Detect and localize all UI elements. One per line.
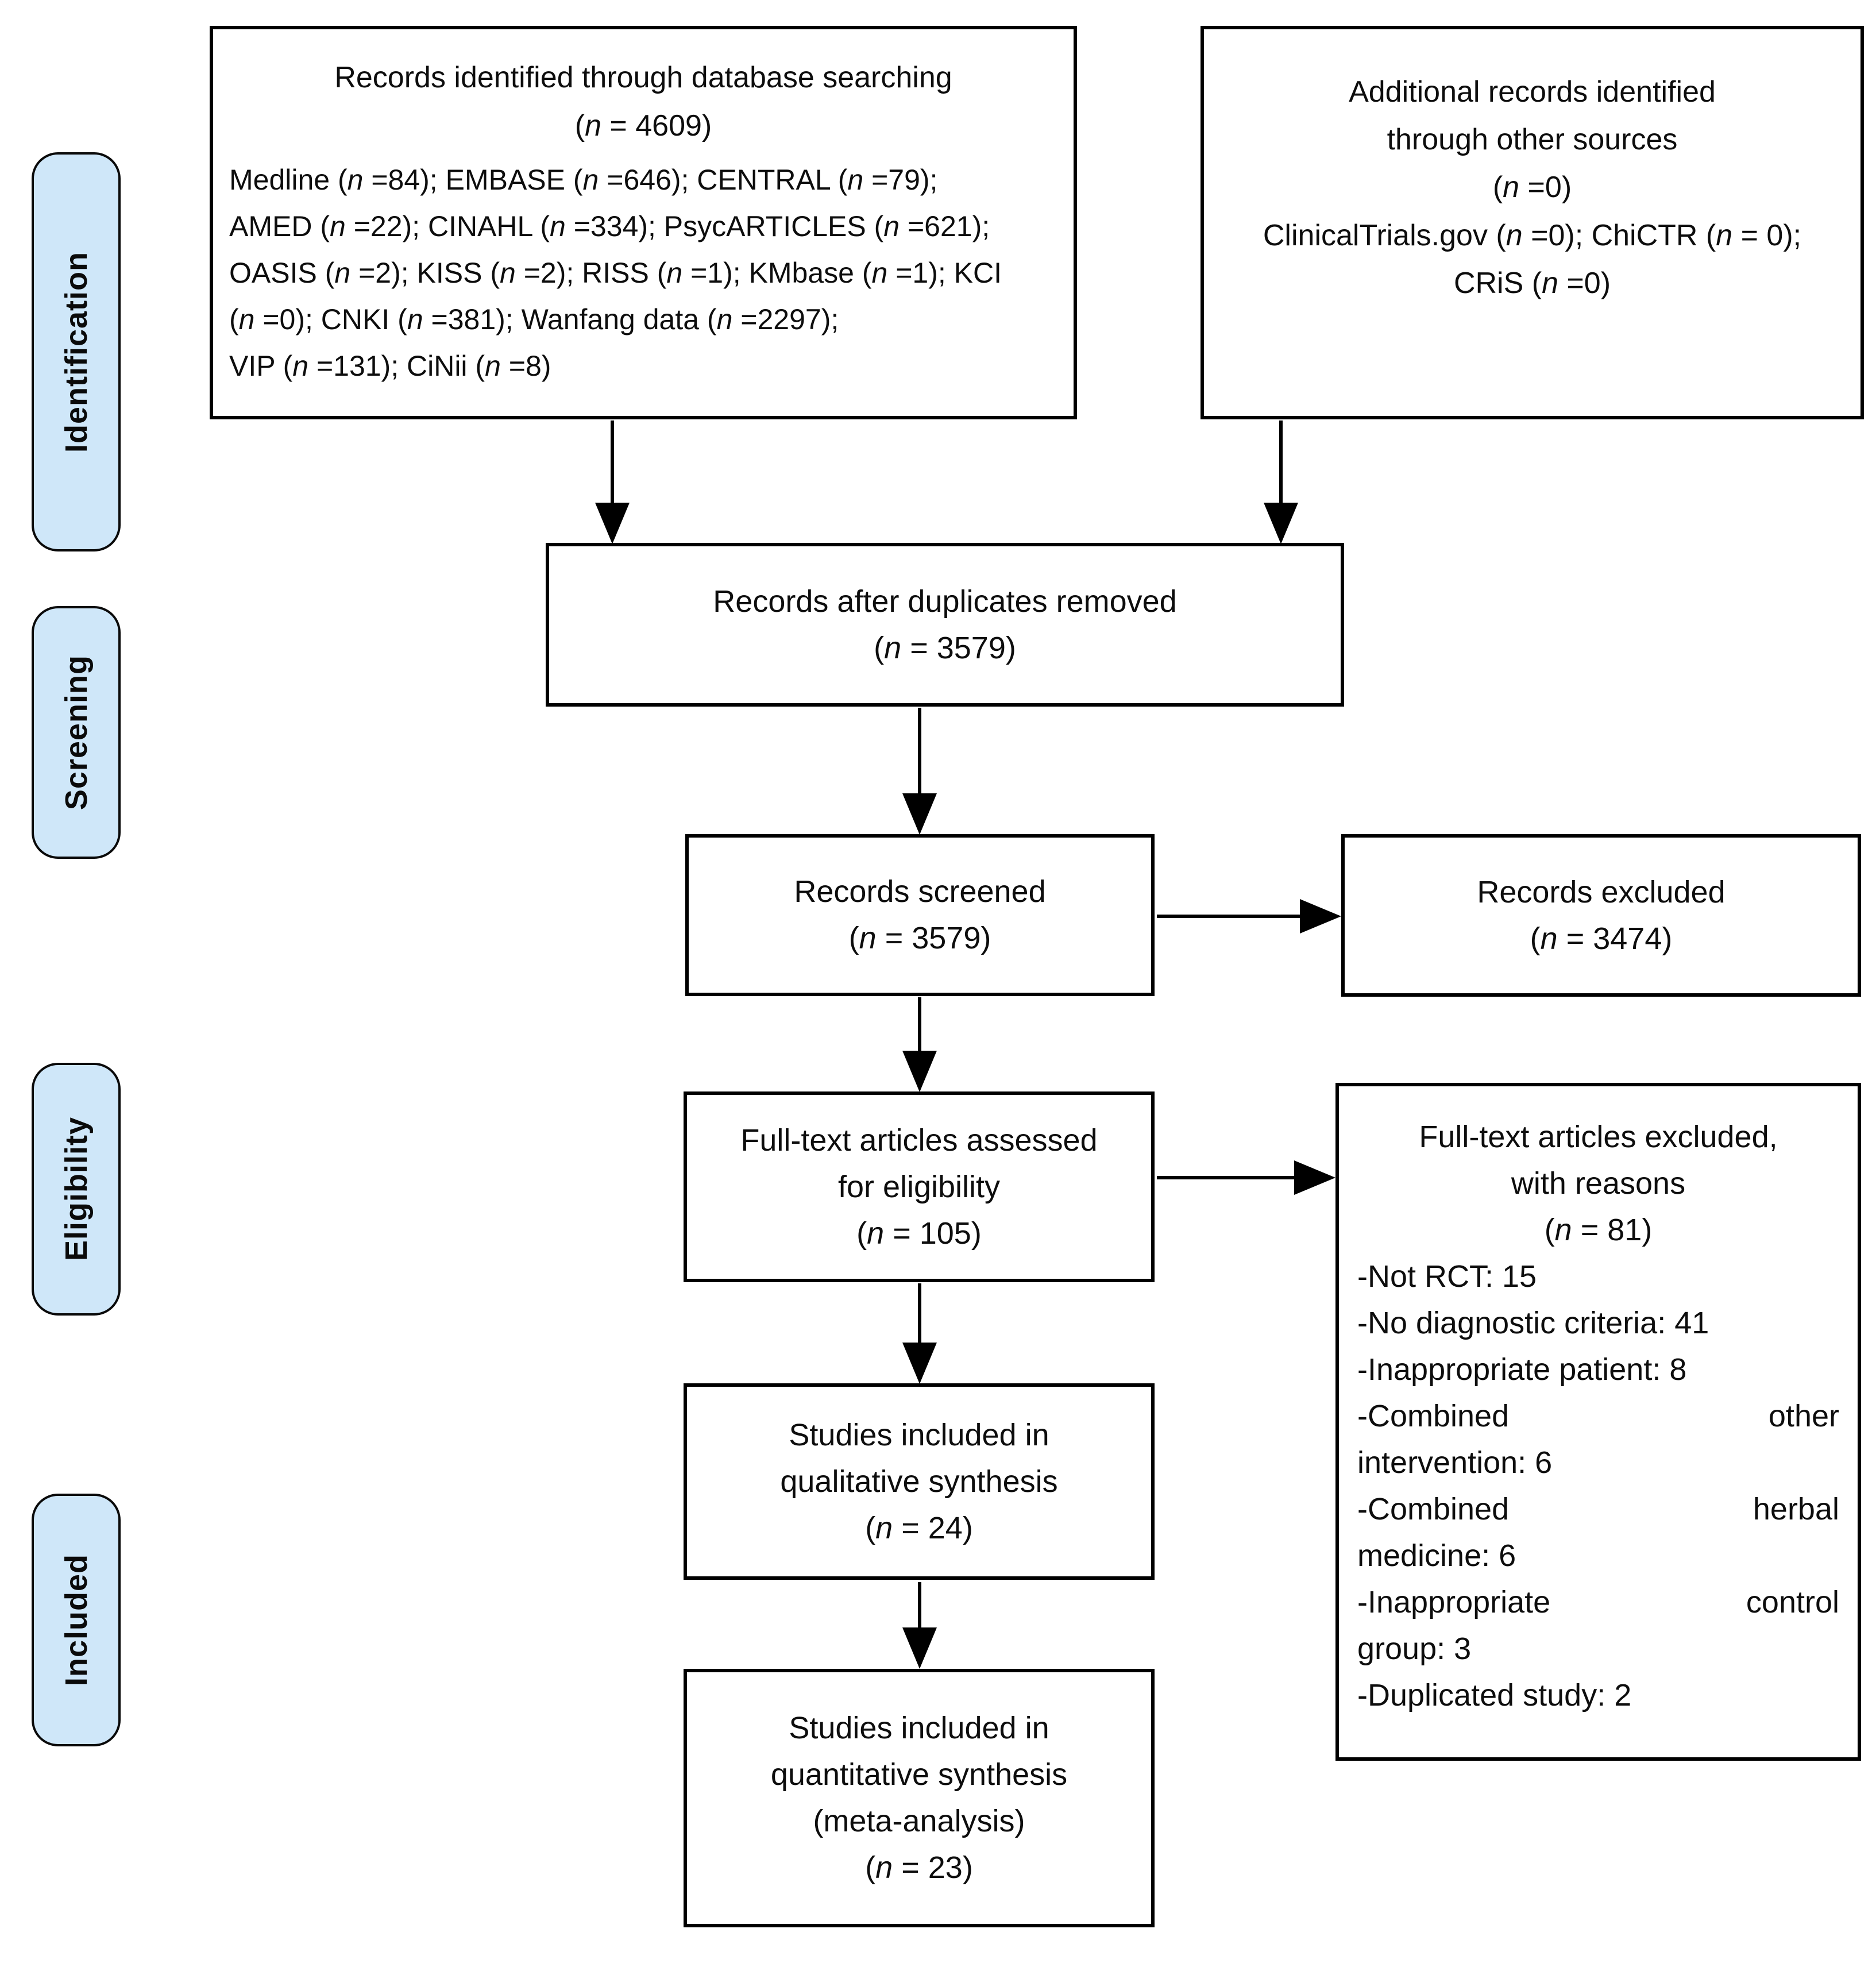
registry-list-line: CRiS (n =0) — [1453, 266, 1611, 300]
registry-list-line: ClinicalTrials.gov (n =0); ChiCTR (n = 0… — [1263, 218, 1802, 252]
box-title: Records identified through database sear… — [334, 61, 952, 94]
box-title: Additional records identified — [1349, 75, 1716, 109]
box-count: (n = 23) — [865, 1850, 973, 1885]
stage-label-text: Eligibility — [59, 1117, 94, 1262]
box-count: (n = 24) — [865, 1510, 973, 1545]
box-title: Records excluded — [1477, 874, 1726, 909]
database-list-line: OASIS (n =2); KISS (n =2); RISS (n =1); … — [229, 257, 1002, 290]
stage-label-included: Included — [32, 1494, 121, 1746]
exclusion-reason: -Inappropriate patient: 8 — [1357, 1352, 1687, 1387]
box-count: (n = 3579) — [848, 921, 991, 955]
box-records-excluded: Records excluded (n = 3474) — [1341, 834, 1861, 997]
box-title: Full-text articles excluded, — [1419, 1120, 1778, 1154]
box-fulltext-excluded: Full-text articles excluded, with reason… — [1335, 1083, 1861, 1761]
box-count: (n = 105) — [856, 1216, 982, 1251]
box-title: Records after duplicates removed — [713, 584, 1177, 619]
box-count: (n =0) — [1492, 171, 1572, 205]
exclusion-reason: -Not RCT: 15 — [1357, 1259, 1537, 1294]
box-title: (meta-analysis) — [813, 1804, 1025, 1838]
database-list-line: Medline (n =84); EMBASE (n =646); CENTRA… — [229, 164, 938, 196]
stage-label-text: Included — [59, 1553, 94, 1686]
box-records-identified: Records identified through database sear… — [210, 26, 1077, 419]
box-count: (n = 81) — [1544, 1213, 1653, 1247]
database-list-line: AMED (n =22); CINAHL (n =334); PsycARTIC… — [229, 210, 990, 243]
box-count: (n = 4609) — [574, 109, 712, 143]
box-title: quantitative synthesis — [770, 1757, 1068, 1792]
stage-label-eligibility: Eligibility — [32, 1063, 121, 1316]
exclusion-reason: group: 3 — [1357, 1631, 1472, 1666]
box-title: Studies included in — [789, 1417, 1049, 1452]
box-duplicates-removed: Records after duplicates removed (n = 35… — [546, 543, 1344, 707]
stage-label-text: Identification — [59, 251, 94, 453]
stage-label-text: Screening — [59, 654, 94, 811]
box-quantitative-synthesis: Studies included in quantitative synthes… — [684, 1669, 1155, 1927]
box-count: (n = 3579) — [874, 630, 1016, 665]
exclusion-reason: -Duplicated study: 2 — [1357, 1678, 1632, 1712]
exclusion-reason: intervention: 6 — [1357, 1445, 1553, 1480]
database-list-line: (n =0); CNKI (n =381); Wanfang data (n =… — [229, 303, 839, 336]
stage-label-identification: Identification — [32, 152, 121, 551]
stage-label-screening: Screening — [32, 606, 121, 859]
exclusion-reason: -Combined herbal — [1357, 1492, 1839, 1526]
box-title: qualitative synthesis — [780, 1464, 1058, 1499]
exclusion-reason: -Combined other — [1357, 1399, 1839, 1433]
box-fulltext-assessed: Full-text articles assessed for eligibil… — [684, 1091, 1155, 1282]
box-additional-records: Additional records identified through ot… — [1201, 26, 1864, 419]
exclusion-reason: medicine: 6 — [1357, 1538, 1516, 1573]
box-qualitative-synthesis: Studies included in qualitative synthesi… — [684, 1383, 1155, 1580]
box-title: Full-text articles assessed — [740, 1123, 1098, 1158]
box-title: Studies included in — [789, 1711, 1049, 1745]
box-title: through other sources — [1387, 123, 1678, 157]
box-title: for eligibility — [837, 1169, 1001, 1204]
exclusion-reason: -Inappropriate control — [1357, 1585, 1839, 1619]
database-list-line: VIP (n =131); CiNii (n =8) — [229, 350, 551, 383]
box-title: with reasons — [1511, 1166, 1686, 1201]
box-records-screened: Records screened (n = 3579) — [685, 834, 1155, 996]
box-title: Records screened — [794, 874, 1046, 909]
box-count: (n = 3474) — [1530, 921, 1673, 956]
exclusion-reason: -No diagnostic criteria: 41 — [1357, 1306, 1709, 1340]
